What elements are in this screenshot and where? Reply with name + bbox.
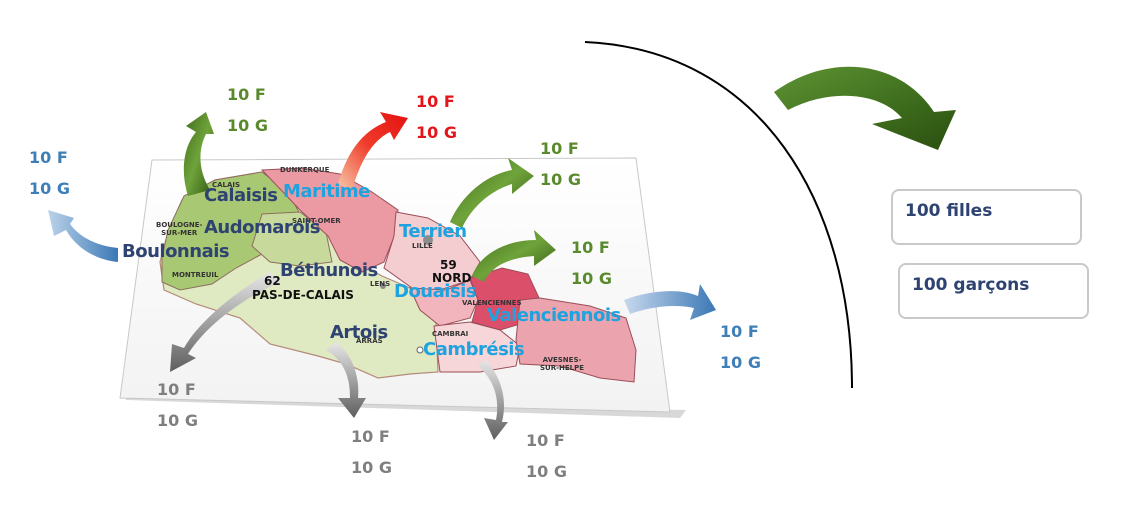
arrow-cambresis [478,360,508,440]
city-dot-lille [423,235,433,245]
total-girls-label: 100 filles [905,201,993,221]
map-regions [159,167,637,383]
arrow-maritime [338,112,408,190]
region-label-valenciennois: Valenciennois [487,305,621,326]
arrow-valenciennois [624,284,716,320]
city-dot-lens [380,283,386,289]
map-label-calais: CALAIS [212,181,241,189]
arrow-artois [326,342,366,418]
total-boys-label: 100 garçons [912,275,1030,295]
arrow-boulonnais [48,210,118,262]
map-label-avesnes: AVESNES- SUR-HELPE [540,356,585,372]
region-shape-maritime [260,167,399,273]
arrow-calaisis [183,112,214,196]
region-shape-terrien [383,211,481,291]
region-shape-cambresis [433,321,521,373]
map-label-lille: LILLE [412,242,433,250]
region-shape-avesnes [515,297,637,383]
map-label-valenciennes: VALENCIENNES [462,299,522,307]
arrow-terrien [450,158,534,228]
map-label-arras: ARRAS [356,337,383,345]
region-shape-douaisis [409,279,479,327]
map-label-saint-omer: SAINT-OMER [292,217,341,225]
map-label-dunkerque: DUNKERQUE [280,166,330,174]
separator-curve [584,41,853,389]
arrow-bethunois [170,272,280,372]
map-label-boulogne: BOULOGNE- SUR-MER [156,221,203,237]
region-shape-calaisis [161,171,301,291]
map-label-montreuil: MONTREUIL [172,271,219,279]
region-label-cambresis: Cambrésis [423,339,525,360]
region-label-bethunois: Béthunois [280,260,378,281]
map-label-lens: LENS [370,280,391,288]
region-label-artois: Artois [330,322,388,343]
region-label-terrien: Terrien [399,221,467,242]
big-curved-arrow [774,66,956,150]
region-label-audomarois: Audomarois [204,217,321,238]
region-label-douaisis: Douaisis [394,281,477,302]
region-label-calaisis: Calaisis [204,185,278,206]
city-dot-cambrai [416,346,424,354]
map-label-dept-59: 59 [440,258,457,272]
region-shape-audomarois [251,211,333,267]
map-label-pas-de-calais: PAS-DE-CALAIS [252,288,354,302]
region-label-boulonnais: Boulonnais [122,241,230,262]
map-label-dept-62: 62 [264,274,281,288]
map-label-nord: NORD [432,271,472,285]
arrow-douaisis [472,230,556,282]
region-label-maritime: Maritime [283,181,370,202]
map-label-cambrai: CAMBRAI [432,330,469,338]
total-girls-box: 100 filles [891,189,1082,245]
total-boys-box: 100 garçons [898,263,1089,319]
